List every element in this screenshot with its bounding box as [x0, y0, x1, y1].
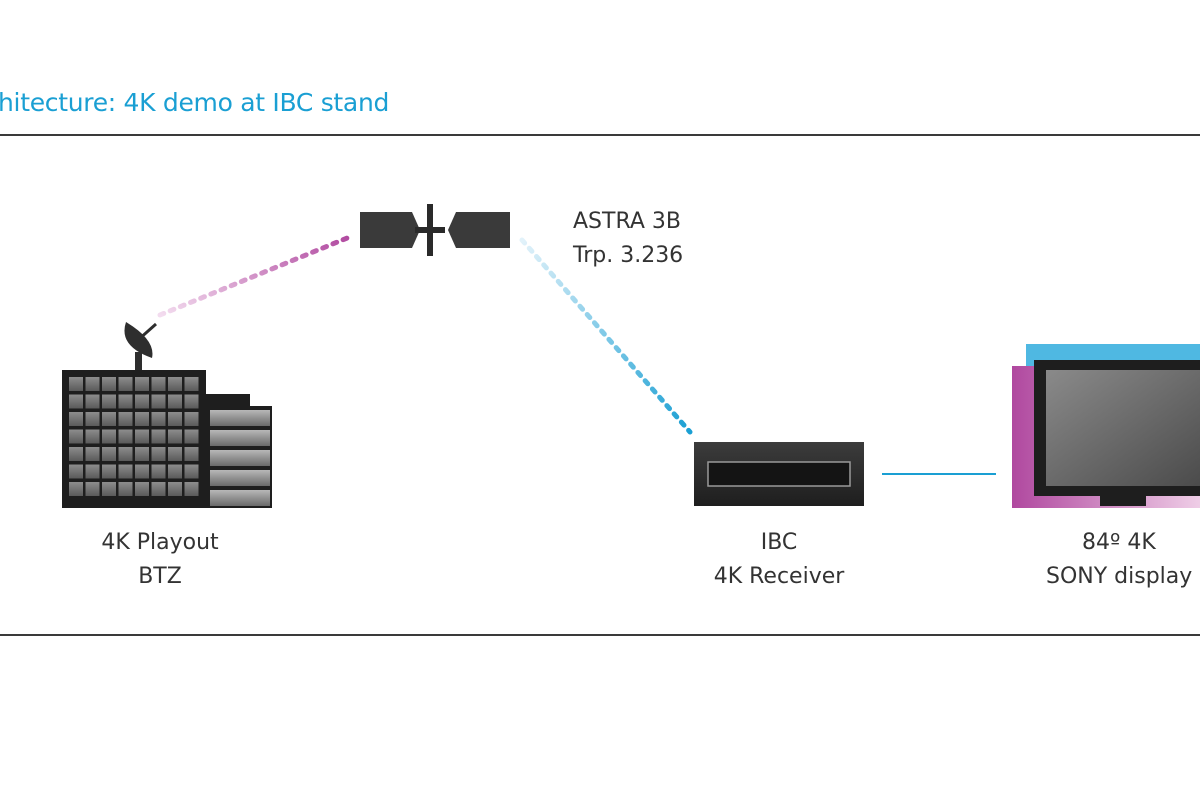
building-window [151, 394, 166, 409]
receiver-label-line2: 4K Receiver [713, 564, 845, 589]
building-window [102, 482, 116, 496]
building-window [135, 429, 149, 444]
building-window [118, 429, 133, 444]
building-window [184, 377, 199, 391]
bottom-divider [0, 634, 1200, 636]
building-window [85, 412, 100, 426]
building-window [85, 482, 100, 496]
building-window [135, 412, 149, 426]
building-window [85, 429, 100, 444]
building-window [184, 464, 199, 479]
building-window [69, 429, 83, 444]
building-window [151, 429, 166, 444]
building-window [69, 394, 83, 409]
building-window [135, 394, 149, 409]
building-window [151, 377, 166, 391]
satellite-label-line2: Trp. 3.236 [573, 243, 684, 268]
satellite-dish-icon [124, 322, 157, 372]
building-window [102, 429, 116, 444]
building-window [168, 394, 182, 409]
building-window [85, 377, 100, 391]
building-window [135, 377, 149, 391]
building-window [135, 482, 149, 496]
building-window [184, 394, 199, 409]
building-window [69, 482, 83, 496]
building-window [69, 377, 83, 391]
building-window [102, 412, 116, 426]
building-window [69, 464, 83, 479]
uplink-beam [157, 233, 355, 318]
building-window [184, 482, 199, 496]
tv-display-icon [1012, 344, 1200, 508]
receiver-label: IBC 4K Receiver [679, 526, 879, 594]
diagram-title: hitecture: 4K demo at IBC stand [0, 88, 390, 117]
satellite-label-line1: ASTRA 3B [573, 209, 681, 234]
display-label-line2: SONY display [1046, 564, 1193, 589]
building-window [135, 464, 149, 479]
building-window [168, 412, 182, 426]
downlink-beam [519, 237, 693, 435]
display-label: 84º 4K SONY display [1046, 526, 1192, 594]
building-window [151, 412, 166, 426]
building-window [184, 429, 199, 444]
building-window [85, 394, 100, 409]
building-window [184, 412, 199, 426]
satellite-label: ASTRA 3B Trp. 3.236 [573, 205, 683, 273]
building-window [168, 447, 182, 461]
building-window [184, 447, 199, 461]
building-window [168, 377, 182, 391]
building-window [69, 412, 83, 426]
building-with-satellite-dish-icon [62, 322, 272, 508]
building-window [151, 482, 166, 496]
building-window [135, 447, 149, 461]
building-window [118, 464, 133, 479]
satellite-icon [360, 204, 510, 256]
building-window [168, 464, 182, 479]
building-window [85, 464, 100, 479]
playout-label-line1: 4K Playout [101, 530, 219, 555]
display-label-line1: 84º 4K [1082, 530, 1156, 555]
top-divider [0, 134, 1200, 136]
playout-label-line2: BTZ [138, 564, 182, 589]
building-window [118, 482, 133, 496]
building-window [69, 447, 83, 461]
building-window [118, 412, 133, 426]
building-window [151, 464, 166, 479]
building-window [168, 482, 182, 496]
building-window [102, 447, 116, 461]
building-window [118, 394, 133, 409]
building-window [102, 464, 116, 479]
set-top-box-icon [694, 442, 864, 506]
playout-label: 4K Playout BTZ [60, 526, 260, 594]
building-window [102, 377, 116, 391]
receiver-label-line1: IBC [760, 530, 798, 555]
building-window [102, 394, 116, 409]
building-window [151, 447, 166, 461]
building-window [118, 377, 133, 391]
building-window [85, 447, 100, 461]
building-window [168, 429, 182, 444]
building-window [118, 447, 133, 461]
